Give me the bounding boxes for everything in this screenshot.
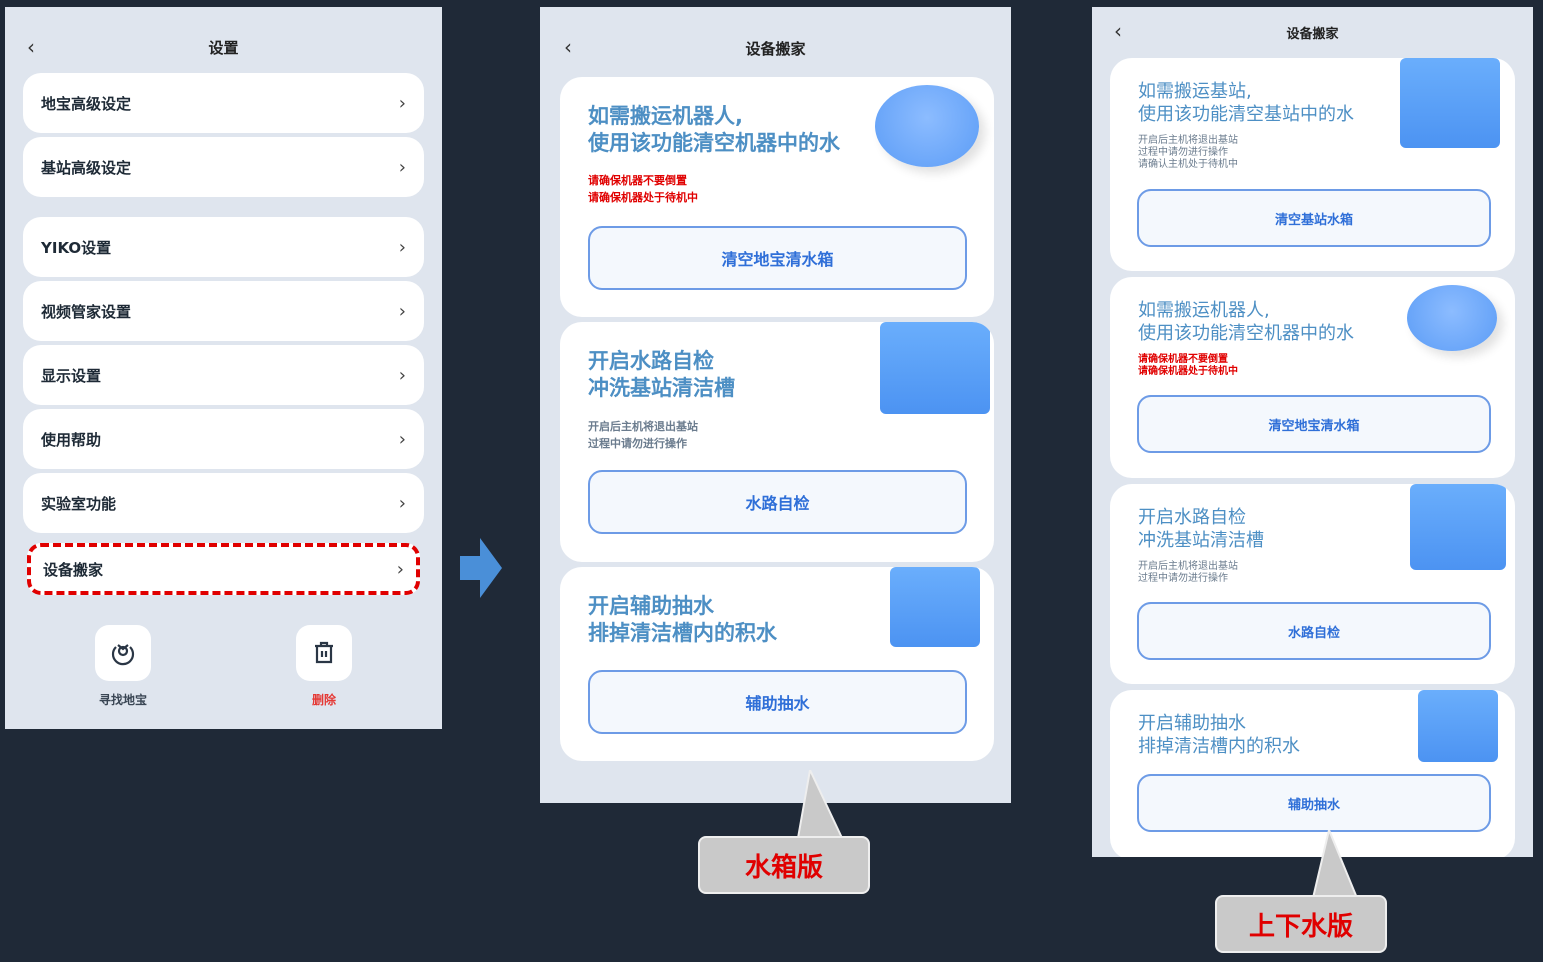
empty-robot-tank-button[interactable]: 清空地宝清水箱: [588, 226, 967, 290]
settings-item-device-relocation[interactable]: 设备搬家 ›: [27, 543, 420, 595]
station-image: [1418, 690, 1498, 762]
settings-item-robot-advanced[interactable]: 地宝高级设定 ›: [23, 73, 424, 133]
empty-station-tank-button[interactable]: 清空基站水箱: [1137, 189, 1491, 247]
chevron-right-icon: ›: [398, 92, 406, 114]
chevron-right-icon: ›: [398, 492, 406, 514]
card-title: 开启辅助抽水排掉清洁槽内的积水: [588, 594, 777, 646]
page-title: 设备搬家: [745, 40, 806, 58]
delete-button[interactable]: [296, 625, 352, 681]
relocation-screen-plumbed: ‹ 设备搬家 如需搬运基站,使用该功能清空基站中的水 开启后主机将退出基站过程中…: [1092, 7, 1533, 857]
card-warning: 请确保机器不要倒置请确保机器处于待机中: [1138, 354, 1238, 377]
robot-image: [1407, 285, 1497, 351]
card-warning: 请确保机器不要倒置请确保机器处于待机中: [588, 174, 698, 204]
station-image: [880, 322, 990, 414]
delete-label: 删除: [311, 693, 336, 707]
settings-item-video[interactable]: 视频管家设置 ›: [23, 281, 424, 341]
water-check-button[interactable]: 水路自检: [1137, 602, 1491, 660]
water-check-card: 开启水路自检冲洗基站清洁槽 开启后主机将退出基站过程中请勿进行操作 水路自检: [1110, 484, 1515, 684]
item-label: 设备搬家: [43, 560, 104, 579]
page-title: 设置: [208, 39, 239, 57]
find-robot-button[interactable]: [95, 625, 151, 681]
settings-item-station-advanced[interactable]: 基站高级设定 ›: [23, 137, 424, 197]
settings-item-lab[interactable]: 实验室功能 ›: [23, 473, 424, 533]
card-title: 如需搬运机器人,使用该功能清空机器中的水: [1138, 300, 1354, 345]
assist-drain-button[interactable]: 辅助抽水: [588, 670, 967, 734]
card-note: 开启后主机将退出基站过程中请勿进行操作请确认主机处于待机中: [1138, 135, 1238, 170]
chevron-right-icon: ›: [398, 428, 406, 450]
find-robot-label: 寻找地宝: [98, 693, 147, 707]
card-note: 开启后主机将退出基站过程中请勿进行操作: [1138, 561, 1238, 584]
settings-item-yiko[interactable]: YIKO设置 ›: [23, 217, 424, 277]
trash-icon: [315, 641, 333, 664]
empty-robot-tank-button[interactable]: 清空地宝清水箱: [1137, 395, 1491, 453]
callout-pointer: [796, 770, 844, 839]
plumbed-version-label: 上下水版: [1215, 895, 1387, 953]
item-label: 显示设置: [41, 366, 102, 385]
empty-station-tank-card: 如需搬运基站,使用该功能清空基站中的水 开启后主机将退出基站过程中请勿进行操作请…: [1110, 58, 1515, 271]
item-label: YIKO设置: [41, 238, 112, 257]
locate-robot-icon: [111, 644, 135, 666]
assist-drain-card: 开启辅助抽水排掉清洁槽内的积水 辅助抽水: [1110, 690, 1515, 857]
station-image: [890, 567, 980, 647]
page-title: 设备搬家: [1286, 27, 1339, 42]
back-icon[interactable]: ‹: [1114, 19, 1122, 43]
back-icon[interactable]: ‹: [27, 35, 35, 59]
assist-drain-button[interactable]: 辅助抽水: [1137, 774, 1491, 832]
chevron-right-icon: ›: [398, 364, 406, 386]
settings-item-display[interactable]: 显示设置 ›: [23, 345, 424, 405]
water-check-card: 开启水路自检冲洗基站清洁槽 开启后主机将退出基站过程中请勿进行操作 水路自检: [560, 322, 994, 562]
item-label: 地宝高级设定: [41, 94, 132, 113]
item-label: 基站高级设定: [41, 158, 132, 177]
card-title: 如需搬运基站,使用该功能清空基站中的水: [1138, 81, 1354, 126]
settings-item-help[interactable]: 使用帮助 ›: [23, 409, 424, 469]
card-title: 如需搬运机器人,使用该功能清空机器中的水: [588, 104, 840, 156]
empty-robot-tank-card: 如需搬运机器人,使用该功能清空机器中的水 请确保机器不要倒置请确保机器处于待机中…: [1110, 277, 1515, 478]
chevron-right-icon: ›: [398, 236, 406, 258]
item-label: 视频管家设置: [41, 302, 132, 321]
station-image: [1410, 484, 1506, 570]
empty-robot-tank-card: 如需搬运机器人,使用该功能清空机器中的水 请确保机器不要倒置请确保机器处于待机中…: [560, 77, 994, 317]
item-label: 使用帮助: [41, 430, 102, 449]
card-title: 开启辅助抽水排掉清洁槽内的积水: [1138, 713, 1300, 758]
chevron-right-icon: ›: [398, 156, 406, 178]
chevron-right-icon: ›: [396, 558, 404, 580]
chevron-right-icon: ›: [398, 300, 406, 322]
card-title: 开启水路自检冲洗基站清洁槽: [1138, 507, 1264, 552]
relocation-screen-tank: ‹ 设备搬家 如需搬运机器人,使用该功能清空机器中的水 请确保机器不要倒置请确保…: [540, 7, 1011, 803]
robot-image: [875, 85, 979, 167]
card-title: 开启水路自检冲洗基站清洁槽: [588, 349, 735, 401]
water-check-button[interactable]: 水路自检: [588, 470, 967, 534]
settings-screen: ‹ 设置 地宝高级设定 › 基站高级设定 › YIKO设置 › 视频管家设置 › 显示设…: [5, 7, 442, 729]
arrow-right-icon: [460, 538, 502, 598]
card-note: 开启后主机将退出基站过程中请勿进行操作: [588, 420, 698, 450]
callout-pointer: [1311, 830, 1359, 899]
station-image: [1400, 58, 1500, 148]
tank-version-label: 水箱版: [698, 836, 870, 894]
item-label: 实验室功能: [41, 494, 117, 513]
back-icon[interactable]: ‹: [564, 35, 572, 59]
assist-drain-card: 开启辅助抽水排掉清洁槽内的积水 辅助抽水: [560, 567, 994, 761]
